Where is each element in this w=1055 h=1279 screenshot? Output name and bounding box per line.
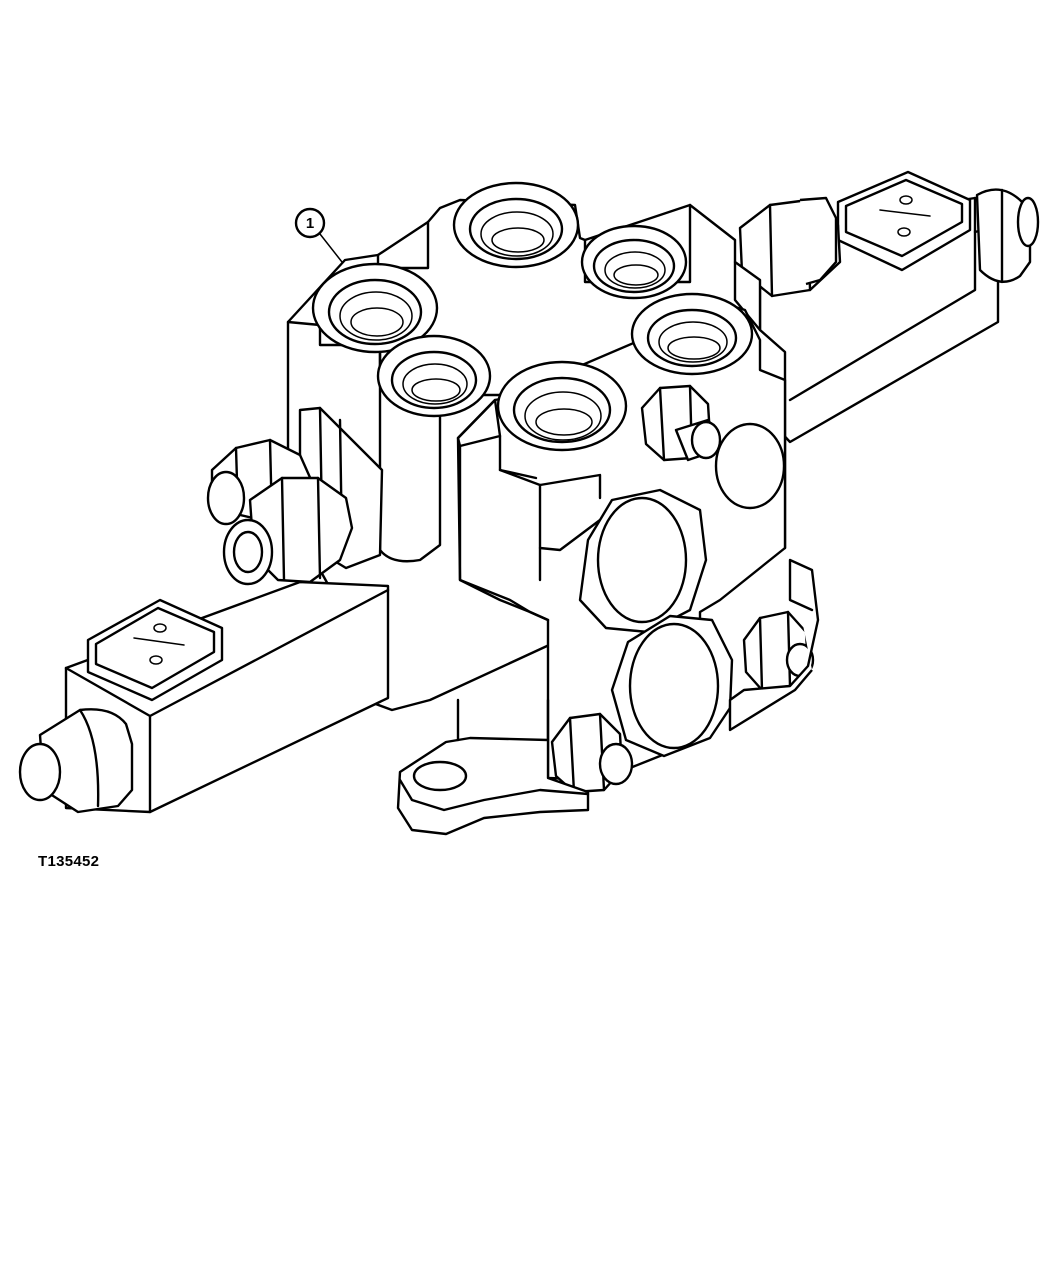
front-port-1 — [376, 334, 492, 418]
side-plug-upper — [578, 488, 708, 634]
front-port-3 — [496, 360, 628, 452]
stud-nut-bottom — [550, 712, 634, 794]
callout-1: 1 — [294, 207, 343, 263]
figure-code-label: T135452 — [38, 853, 100, 870]
right-solenoid — [738, 170, 1040, 444]
callout-number: 1 — [306, 215, 314, 232]
left-solenoid-connector — [86, 598, 224, 702]
left-fittings — [206, 406, 384, 586]
right-end-cap — [728, 558, 820, 732]
top-port-2 — [452, 181, 580, 269]
top-port-1 — [311, 262, 439, 354]
side-plug-lower — [610, 614, 734, 758]
mounting-foot — [396, 698, 590, 836]
front-port-2 — [630, 292, 754, 376]
top-port-3 — [580, 224, 688, 300]
side-boss-right — [714, 422, 786, 510]
left-solenoid — [18, 580, 390, 814]
right-solenoid-nut — [738, 196, 842, 298]
stud-nut-top — [640, 384, 722, 462]
